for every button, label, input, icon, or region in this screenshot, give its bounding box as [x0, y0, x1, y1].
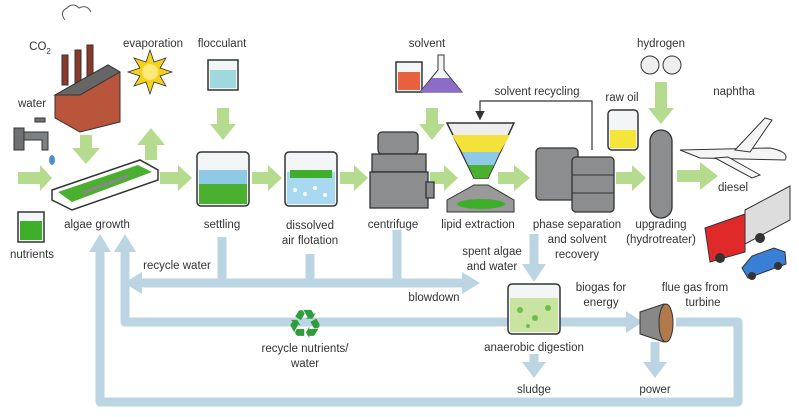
raw-oil-label: raw oil [605, 92, 638, 104]
flocculant-label: flocculant [198, 38, 247, 50]
naphtha-label: naphtha [713, 86, 755, 98]
process-arrows [18, 82, 718, 191]
truck-icon [704, 185, 791, 263]
co2-label: CO2 [29, 41, 51, 56]
centrifuge-label: centrifuge [368, 219, 419, 231]
flocculant-beaker-icon [207, 59, 239, 91]
settling-tank-icon [196, 151, 250, 207]
spent-algae-arrow [522, 234, 546, 282]
sludge-arrow [522, 354, 546, 378]
algae-pond-icon [51, 159, 159, 211]
lipid-extraction-funnel-icon [445, 122, 516, 213]
turbine-icon [639, 303, 674, 343]
solvent-label: solvent [409, 38, 446, 50]
raw-oil-bottle-icon [607, 109, 639, 151]
car-icon [741, 247, 787, 280]
dissolved-air-flotation-tank-icon [284, 151, 338, 207]
anaerobic-digester-icon [507, 283, 561, 335]
power-label: power [639, 384, 670, 396]
anaerobic-digestion-label: anaerobic digestion [484, 342, 584, 354]
centrifuge-icon [369, 131, 435, 209]
recycle-icon: ♻ [287, 302, 323, 348]
upgrading-label: upgrading(hydrotreater) [626, 219, 696, 246]
recycle-nutrients-label: recycle nutrients/water [262, 343, 350, 370]
lipid-extraction-label: lipid extraction [441, 219, 515, 231]
algae-growth-label: algae growth [64, 219, 130, 231]
recycle-water-label: recycle water [143, 260, 211, 272]
recycle-nutrients-pipe [89, 234, 743, 407]
settling-label: settling [204, 219, 240, 231]
evaporation-label: evaporation [123, 38, 183, 50]
factory-icon [53, 4, 121, 133]
solvent-recycling-arrow [475, 100, 593, 150]
hydrogen-label: hydrogen [637, 38, 685, 50]
solvent-beakers-icon [395, 54, 464, 93]
sludge-label: sludge [517, 384, 551, 396]
power-arrow [643, 342, 667, 378]
sun-icon [126, 48, 174, 96]
hydrogen-molecule-icon [640, 55, 682, 75]
phase-separation-barrels-icon [535, 147, 615, 213]
svg-text:♻: ♻ [287, 302, 323, 348]
hydrotreater-column-icon [649, 129, 673, 219]
recycle-water-pipe [124, 230, 480, 294]
nutrients-beaker-icon [17, 211, 45, 243]
airplane-icon [679, 117, 787, 179]
water-label: water [17, 98, 46, 110]
diesel-label: diesel [718, 182, 748, 194]
blowdown-label: blowdown [408, 292, 459, 304]
faucet-icon [13, 117, 55, 165]
nutrients-label: nutrients [10, 249, 54, 261]
solvent-recycling-label: solvent recycling [494, 86, 579, 98]
